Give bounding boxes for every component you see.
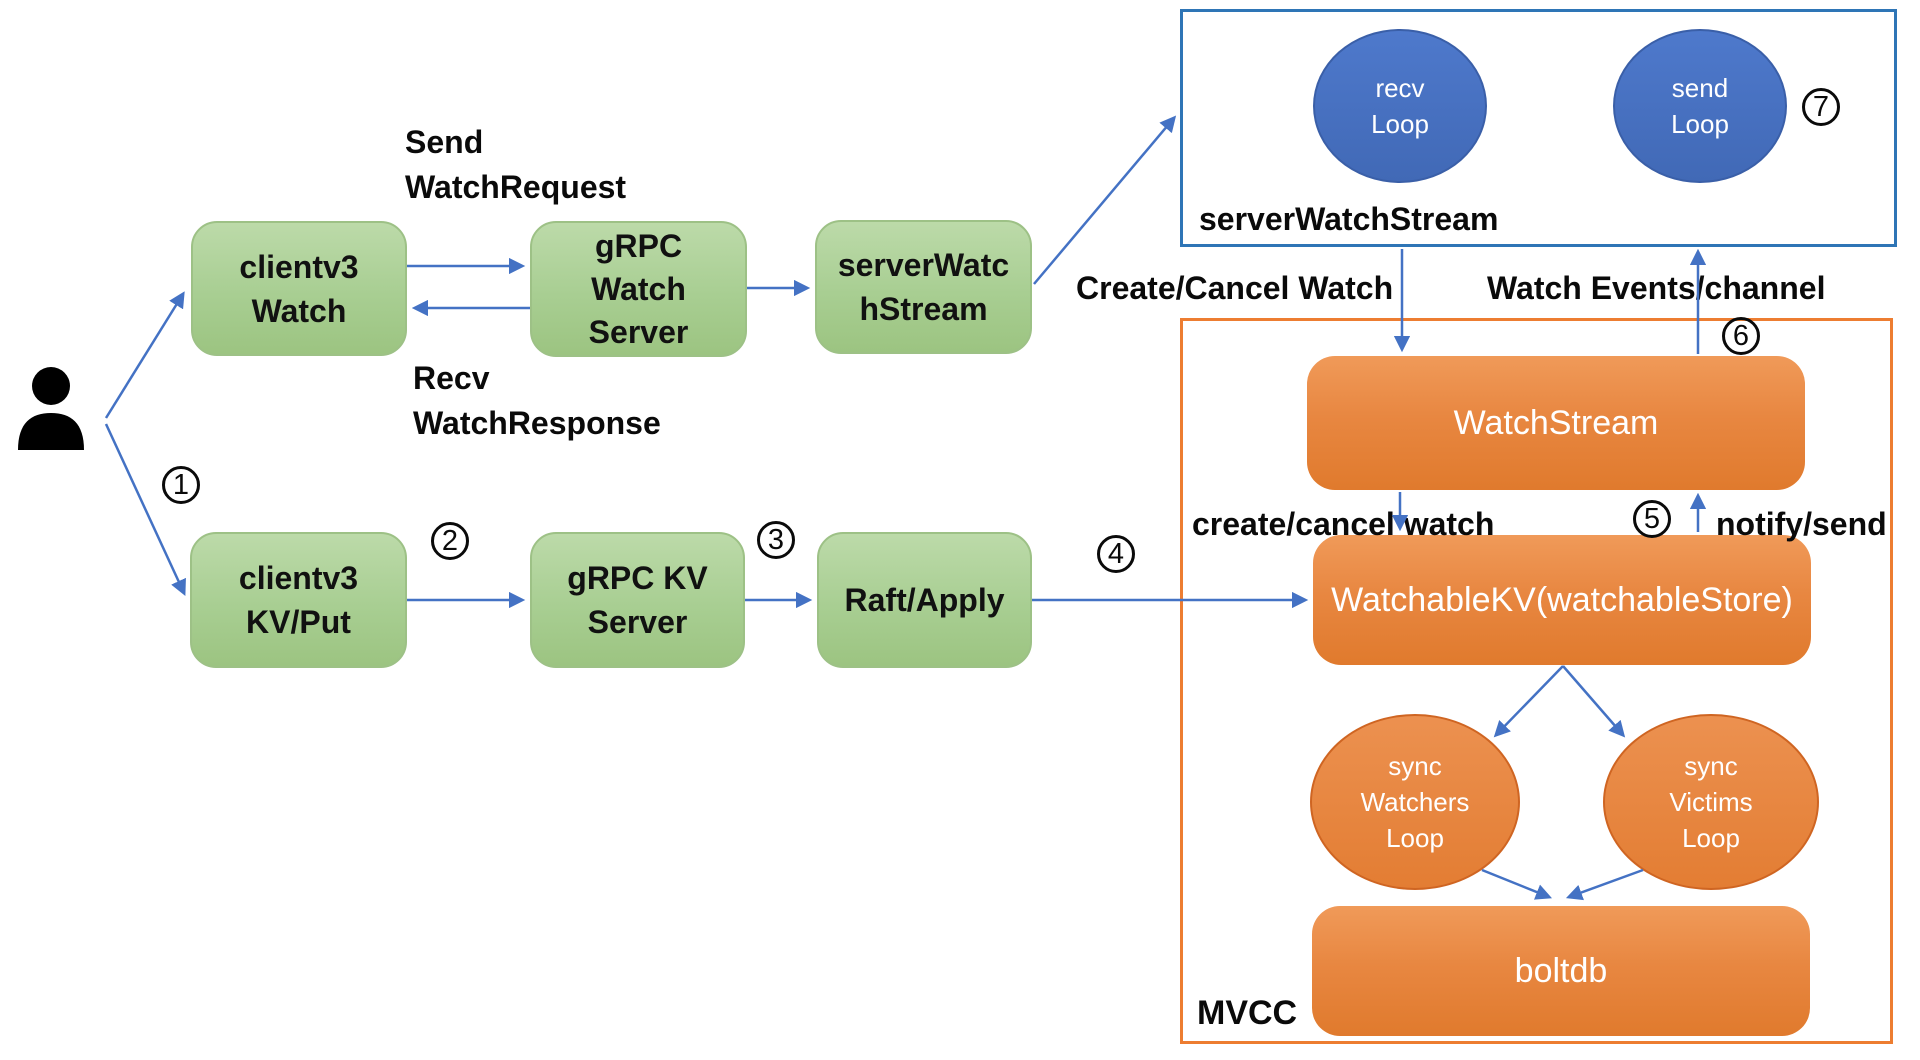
node-sync-watchers-loop: sync Watchers Loop (1310, 714, 1520, 890)
step-2-badge: 2 (431, 522, 469, 560)
node-recv-loop: recv Loop (1313, 29, 1487, 183)
node-grpc-kv-server: gRPC KV Server (530, 532, 745, 668)
server-watch-stream-container: serverWatchStream (1180, 9, 1897, 247)
mvcc-container-label: MVCC (1197, 994, 1298, 1032)
node-clientv3-watch: clientv3 Watch (191, 221, 407, 356)
label-notify-send: notify/send (1716, 506, 1887, 542)
label-create-cancel-watch: Create/Cancel Watch (1076, 270, 1394, 306)
label-send-watch-request: Send WatchRequest (405, 124, 627, 205)
node-boltdb: boltdb (1312, 906, 1810, 1036)
node-raft-apply: Raft/Apply (817, 532, 1032, 668)
node-watch-stream: WatchStream (1307, 356, 1805, 490)
label-recv-watch-response: Recv WatchResponse (413, 360, 661, 441)
node-watchable-kv: WatchableKV(watchableStore) (1313, 535, 1811, 665)
node-sync-victims-loop: sync Victims Loop (1603, 714, 1819, 890)
step-1-badge: 1 (162, 466, 200, 504)
server-watch-stream-container-label: serverWatchStream (1199, 201, 1499, 237)
arrow-serverwatchstream-to-container (1033, 115, 1177, 285)
node-grpc-watch-server: gRPC Watch Server (530, 221, 747, 357)
step-3-badge: 3 (757, 521, 795, 559)
node-send-loop: send Loop (1613, 29, 1787, 183)
step-6-badge: 6 (1722, 317, 1760, 355)
label-create-cancel-watch-lower: create/cancel watch (1192, 506, 1495, 542)
label-watch-events-channel: Watch Events/channel (1487, 270, 1826, 306)
node-clientv3-kv-put: clientv3 KV/Put (190, 532, 407, 668)
arrow-user-to-clientv3-kv-put (104, 423, 186, 596)
step-5-badge: 5 (1633, 500, 1671, 538)
arrow-user-to-clientv3-watch (104, 291, 185, 419)
step-4-badge: 4 (1097, 535, 1135, 573)
user-person-icon (15, 366, 87, 450)
step-7-badge: 7 (1802, 88, 1840, 126)
mvcc-container: MVCC (1180, 318, 1893, 1044)
node-server-watchstream: serverWatc hStream (815, 220, 1032, 354)
